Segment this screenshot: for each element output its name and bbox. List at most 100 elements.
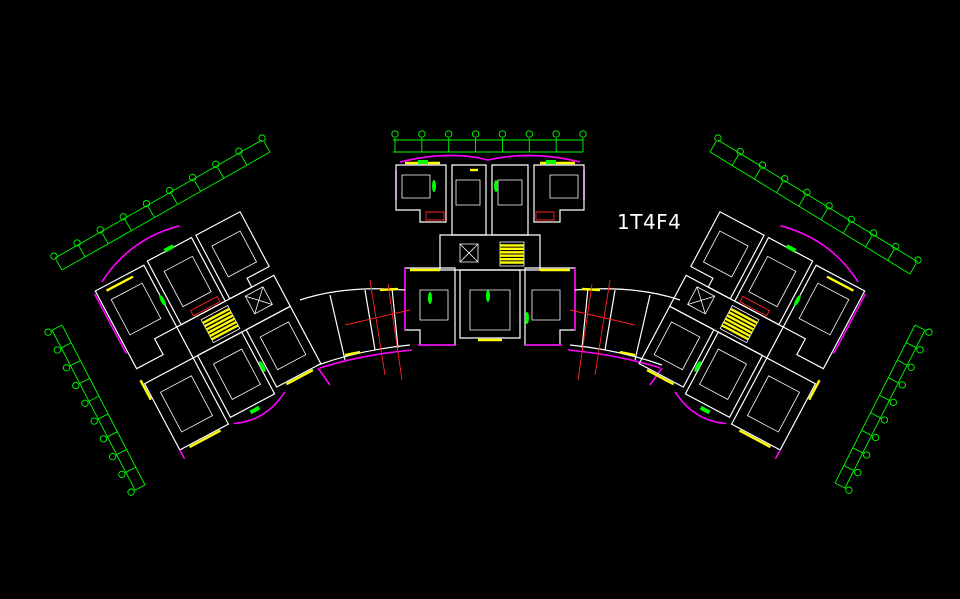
grid-tick (171, 193, 178, 205)
stair-step (207, 317, 236, 334)
grid-axis-bubble (498, 130, 507, 138)
grid-tick (731, 154, 739, 166)
grid-axis-bubble (803, 188, 811, 196)
grid-tick (115, 449, 127, 456)
left-upper-grid-axes (50, 134, 271, 271)
grid-tick (887, 249, 895, 261)
grid-axis-bubble (871, 433, 880, 442)
stair-step (205, 314, 234, 331)
grid-axis-bubble (925, 328, 933, 336)
grid-tick (88, 395, 100, 402)
grid-axis-bubble (127, 488, 135, 496)
grid-tick (148, 206, 155, 218)
grid-axis-bubble (142, 199, 151, 208)
grid-axis-bubble (212, 160, 220, 168)
plan-type-label: 1T4F4 (617, 210, 682, 234)
grid-tick (754, 168, 761, 180)
stair-outline (200, 305, 241, 344)
grid-axis-bubble (418, 130, 426, 138)
grid-axis-bubble (72, 381, 80, 390)
grid-tick (709, 141, 717, 153)
grid-tick (842, 222, 850, 234)
grid-tick (124, 220, 132, 231)
stair-step (721, 324, 749, 341)
grid-axis-bubble (552, 130, 560, 138)
stair-step (204, 311, 232, 328)
grid-tick (78, 246, 86, 258)
right-lower-grid-axes (834, 324, 933, 494)
grid-axis-bubble (118, 470, 126, 479)
stair-step (730, 307, 758, 325)
stair-step (723, 320, 751, 338)
left-lower-grid-axes (44, 324, 146, 496)
grid-tick (897, 359, 908, 366)
grid-tick (861, 429, 873, 437)
grid-axis-bubble (758, 161, 767, 169)
grid-axis-bubble (869, 229, 878, 237)
grid-axis-bubble (99, 435, 108, 443)
stair-outline (499, 241, 525, 267)
grid-axis-bubble (81, 399, 89, 407)
grid-tick (217, 167, 225, 179)
grid-axis-bubble (165, 186, 174, 195)
grid-axis-bubble (235, 147, 243, 155)
grid-tick (914, 324, 926, 331)
grid-tick (60, 342, 72, 349)
grid-tick (820, 209, 828, 221)
stair-step (209, 320, 237, 338)
grid-axis-bubble (90, 417, 98, 425)
grid-tick (852, 447, 864, 454)
grid-tick (263, 141, 271, 153)
grid-tick (870, 412, 882, 419)
grid-axis-bubble (445, 130, 453, 138)
top-grid-axes (391, 130, 587, 153)
grid-tick (194, 180, 202, 192)
grid-axis-bubble (189, 173, 197, 182)
grid-axis-bubble (50, 252, 58, 260)
grid-axis-bubble (845, 486, 853, 494)
grid-tick (79, 377, 90, 385)
grid-axis-bubble (258, 134, 266, 142)
grid-tick (55, 259, 63, 271)
stair-step (202, 307, 230, 325)
stair-step (728, 311, 756, 328)
grid-tick (97, 413, 109, 420)
grid-axis-bubble (892, 242, 900, 251)
grid-axis-bubble (525, 130, 533, 138)
grid-axis-bubble (119, 213, 127, 221)
grid-axis-bubble (914, 256, 922, 264)
grid-axis-bubble (854, 468, 862, 477)
grid-tick (101, 233, 109, 245)
grid-axis-bubble (53, 346, 61, 354)
grid-tick (776, 182, 784, 193)
grid-axis-bubble (898, 381, 906, 389)
grid-axis-bubble (96, 226, 104, 234)
left-wing (93, 210, 322, 460)
grid-axis-bubble (781, 175, 789, 183)
grid-axis-bubble (847, 215, 855, 224)
grid-tick (865, 236, 872, 248)
grid-tick (834, 482, 846, 489)
arc-corridor-units (299, 279, 681, 386)
grid-axis-bubble (579, 130, 587, 138)
grid-tick (888, 377, 899, 384)
grid-axis-bubble (880, 416, 889, 424)
grid-axis-bubble (62, 364, 71, 372)
grid-tick (69, 360, 81, 367)
grid-axis-bubble (736, 147, 744, 156)
grid-tick (134, 484, 146, 491)
grid-tick (909, 263, 917, 275)
grid-tick (905, 342, 917, 349)
stair-step (211, 324, 239, 341)
grid-axis-bubble (714, 134, 722, 142)
grid-axis-bubble (391, 130, 399, 138)
grid-axis-bubble (889, 398, 898, 407)
grid-axis-bubble (907, 363, 915, 371)
grid-axis-bubble (916, 346, 924, 354)
grid-axis-bubble (863, 451, 871, 459)
right-upper-grid-axes (709, 134, 922, 275)
grid-tick (125, 466, 136, 474)
grid-axis-bubble (73, 239, 81, 247)
